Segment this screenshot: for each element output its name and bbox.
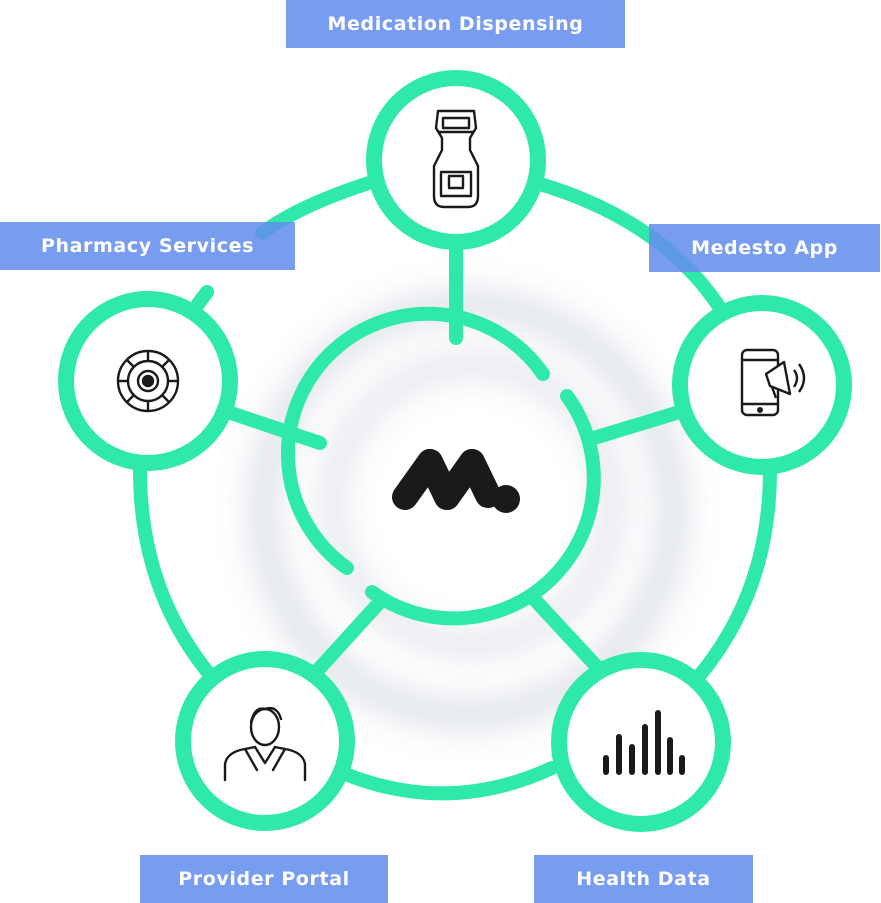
ring-arc-left — [133, 463, 217, 682]
doctor-icon — [223, 706, 307, 782]
health-data-label: Health Data — [534, 855, 753, 903]
node-medesto-app[interactable] — [672, 295, 852, 475]
ring-arc-bottom — [341, 761, 559, 801]
spoke-bottom-right — [528, 593, 605, 675]
pharmacy-services-label: Pharmacy Services — [0, 222, 295, 270]
node-provider-portal[interactable] — [175, 651, 355, 831]
hub-ring-segment — [365, 389, 601, 626]
medesto-app-label: Medesto App — [649, 224, 880, 272]
phone-megaphone-icon — [740, 348, 806, 417]
ring-arc-top-left-stub — [191, 285, 214, 311]
shadow-ring — [248, 290, 688, 730]
node-medication-dispensing[interactable] — [366, 70, 546, 250]
dispenser-device-icon — [432, 109, 480, 209]
medication-dispensing-label: Medication Dispensing — [286, 0, 625, 48]
spoke-bottom-left — [311, 597, 385, 677]
ring-arc-top-right — [533, 177, 725, 312]
provider-portal-label: Provider Portal — [140, 855, 388, 903]
spoke-right — [587, 403, 693, 445]
pill-wheel-icon — [116, 349, 180, 413]
bar-chart-icon — [603, 710, 685, 775]
node-health-data[interactable] — [551, 652, 731, 832]
medesto-logo-icon — [392, 449, 520, 513]
spoke-left — [221, 405, 327, 450]
ring-arc-right — [693, 463, 777, 682]
hub-ring — [280, 306, 550, 575]
